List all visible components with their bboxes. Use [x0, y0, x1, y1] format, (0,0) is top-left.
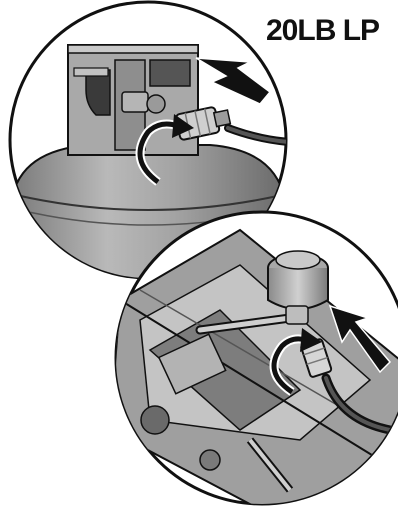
regulator-body — [268, 268, 328, 309]
tank-size-label: 20LB LP — [266, 14, 379, 48]
